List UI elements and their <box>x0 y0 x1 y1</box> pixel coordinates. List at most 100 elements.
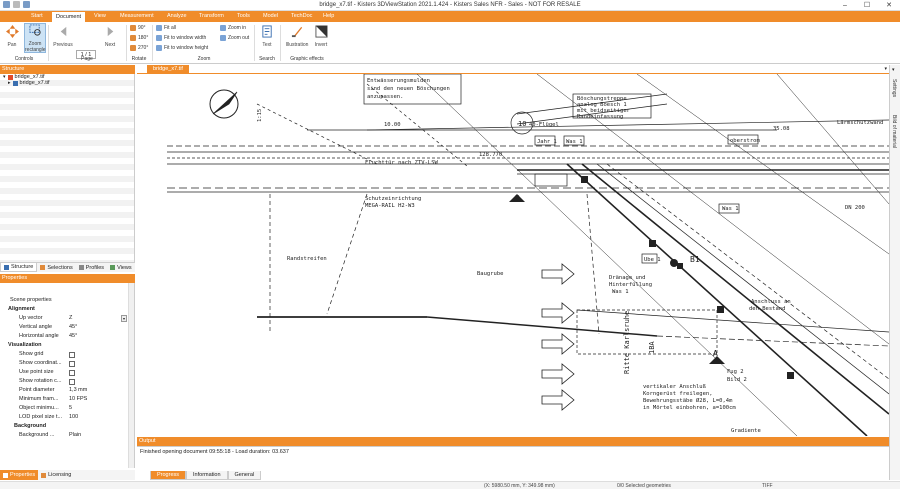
property-row[interactable]: Background ...Plain <box>19 432 82 438</box>
checkbox[interactable] <box>69 379 75 385</box>
drawing-label: Schutzeinrichtung <box>365 196 421 202</box>
tab-view[interactable]: View <box>94 13 106 19</box>
fit-height-button[interactable]: Fit to window height <box>156 45 208 51</box>
ribbon-tabs: Start Document View Measurement Analyze … <box>0 11 900 22</box>
zoom-in-button[interactable]: Zoom in <box>220 25 246 31</box>
tab-list-icon[interactable]: ▾ <box>884 66 887 72</box>
tab-properties[interactable]: Properties <box>0 470 39 480</box>
tree-item-root[interactable]: ▾ bridge_x7.tif <box>3 74 45 80</box>
tab-document[interactable]: Document <box>52 11 86 22</box>
tab-progress[interactable]: Progress <box>150 471 187 480</box>
drawing-label: Entwässerungsmulden <box>367 78 430 84</box>
text-search-button[interactable]: Text <box>258 25 276 48</box>
checkbox[interactable] <box>69 370 75 376</box>
tab-bill-of-material[interactable]: Bild of material <box>891 115 897 149</box>
maximize-button[interactable]: ☐ <box>863 2 871 9</box>
drawing-label: Ritte Karlsruhe <box>623 311 631 374</box>
tab-help[interactable]: Help <box>323 13 335 19</box>
tab-selections[interactable]: Selections <box>37 263 75 272</box>
checkbox[interactable] <box>69 361 75 367</box>
fit-width-button[interactable]: Fit to window width <box>156 35 206 41</box>
drawing-label: in Mörtel einbohren, a=100cm <box>643 405 736 411</box>
collapse-icon[interactable]: ▾ <box>892 67 895 73</box>
drawing-label: Ube 1 <box>644 257 661 263</box>
scene-properties-header[interactable]: Scene properties <box>10 297 52 303</box>
property-row[interactable]: Minimum fram...10 FPS <box>19 396 88 402</box>
rotate-270-button[interactable]: 270° <box>130 45 148 51</box>
invert-icon <box>314 25 328 38</box>
next-button[interactable]: Next <box>99 25 121 48</box>
tree-item-child[interactable]: ▸ bridge_x7.tif <box>8 80 50 86</box>
tab-tools[interactable]: Tools <box>237 13 250 19</box>
tab-measurement[interactable]: Measurement <box>120 13 154 19</box>
rotate-90-button[interactable]: 90° <box>130 25 146 31</box>
separator <box>126 25 127 61</box>
rotate-180-button[interactable]: 180° <box>130 35 148 41</box>
info-icon[interactable] <box>23 1 30 8</box>
tab-information[interactable]: Information <box>186 471 228 480</box>
zoom-out-icon <box>220 35 226 41</box>
alignment-section[interactable]: Alignment <box>8 306 35 312</box>
ribbon: Pan Zoom rectangle Controls Previous 1 /… <box>0 22 900 64</box>
tab-settings-side[interactable]: Settings <box>891 79 897 98</box>
drawing-label: Fug 2 <box>727 369 744 375</box>
property-row[interactable]: Show rotation c... <box>0 377 128 386</box>
property-row[interactable]: Object minimu...5 <box>19 405 73 411</box>
save-icon[interactable] <box>13 1 20 8</box>
views-icon <box>110 265 116 270</box>
tab-techdoc[interactable]: TechDoc <box>291 13 313 19</box>
property-row[interactable]: Show grid <box>0 350 128 359</box>
tab-licensing[interactable]: Licensing <box>38 470 74 480</box>
page-number-input[interactable]: 1 / 1 <box>76 50 96 59</box>
drawing-label: 128.770 <box>479 152 502 158</box>
group-page-label: Page <box>81 56 93 62</box>
status-bar: (X: 5980.50 mm, Y: 349.98 mm) 0/0 Select… <box>0 481 900 489</box>
tab-model[interactable]: Model <box>263 13 278 19</box>
drawing-label: Hinterfüllung <box>609 282 652 288</box>
fit-all-button[interactable]: Fit all <box>156 25 176 31</box>
property-row[interactable]: Show coordinat... <box>0 359 128 368</box>
tab-structure[interactable]: Structure <box>0 263 38 272</box>
tab-start[interactable]: Start <box>31 13 43 19</box>
tab-analyze[interactable]: Analyze <box>167 13 187 19</box>
checkbox[interactable] <box>69 352 75 358</box>
collapse-icon[interactable]: ▾ <box>3 74 6 80</box>
properties-scrollbar[interactable] <box>128 283 134 468</box>
previous-button[interactable]: Previous <box>52 25 74 48</box>
drawing-label: Bewehrungsstäbe Ø28, L=0,4m <box>643 397 733 404</box>
tab-profiles[interactable]: Profiles <box>76 263 107 272</box>
tab-general[interactable]: General <box>227 471 262 480</box>
output-panel-header: Output <box>137 437 889 446</box>
background-section[interactable]: Background <box>14 423 47 429</box>
property-row[interactable]: LOD pixel size t...100 <box>19 414 79 420</box>
drawing-label: Was 1 <box>722 206 739 212</box>
group-zoom-label: Zoom <box>197 56 211 62</box>
visualization-section[interactable]: Visualization <box>8 342 42 348</box>
pan-button[interactable]: Pan <box>3 25 21 48</box>
property-row[interactable]: Use point size <box>0 368 128 377</box>
document-tab[interactable]: bridge_x7.tif <box>147 65 189 74</box>
minimize-button[interactable]: – <box>843 2 847 9</box>
invert-button[interactable]: Invert <box>312 25 330 48</box>
close-button[interactable]: ✕ <box>886 2 892 9</box>
drawing-label: 10 <box>518 120 526 128</box>
image-icon <box>12 80 18 86</box>
zoom-rectangle-button[interactable]: Zoom rectangle <box>24 23 46 53</box>
illustration-button[interactable]: Illustration <box>284 25 310 48</box>
drawing-viewport[interactable]: Entwässerungsmulden sind den neuen Bösch… <box>137 74 889 436</box>
status-selected: 0/0 Selected geometries <box>617 483 671 489</box>
dropdown-arrow-icon[interactable]: ▾ <box>121 315 127 322</box>
group-search-label: Search <box>259 56 275 62</box>
expand-icon[interactable]: ▸ <box>8 80 11 86</box>
zoom-out-button[interactable]: Zoom out <box>220 35 249 41</box>
status-coordinates: (X: 5980.50 mm, Y: 349.98 mm) <box>484 483 555 489</box>
window-title: bridge_x7.tif - Kisters 3DViewStation 20… <box>319 2 581 8</box>
tab-transform[interactable]: Transform <box>199 13 224 19</box>
rotate-icon <box>130 45 136 51</box>
licensing-icon <box>41 472 47 478</box>
tab-views[interactable]: Views <box>107 263 135 272</box>
